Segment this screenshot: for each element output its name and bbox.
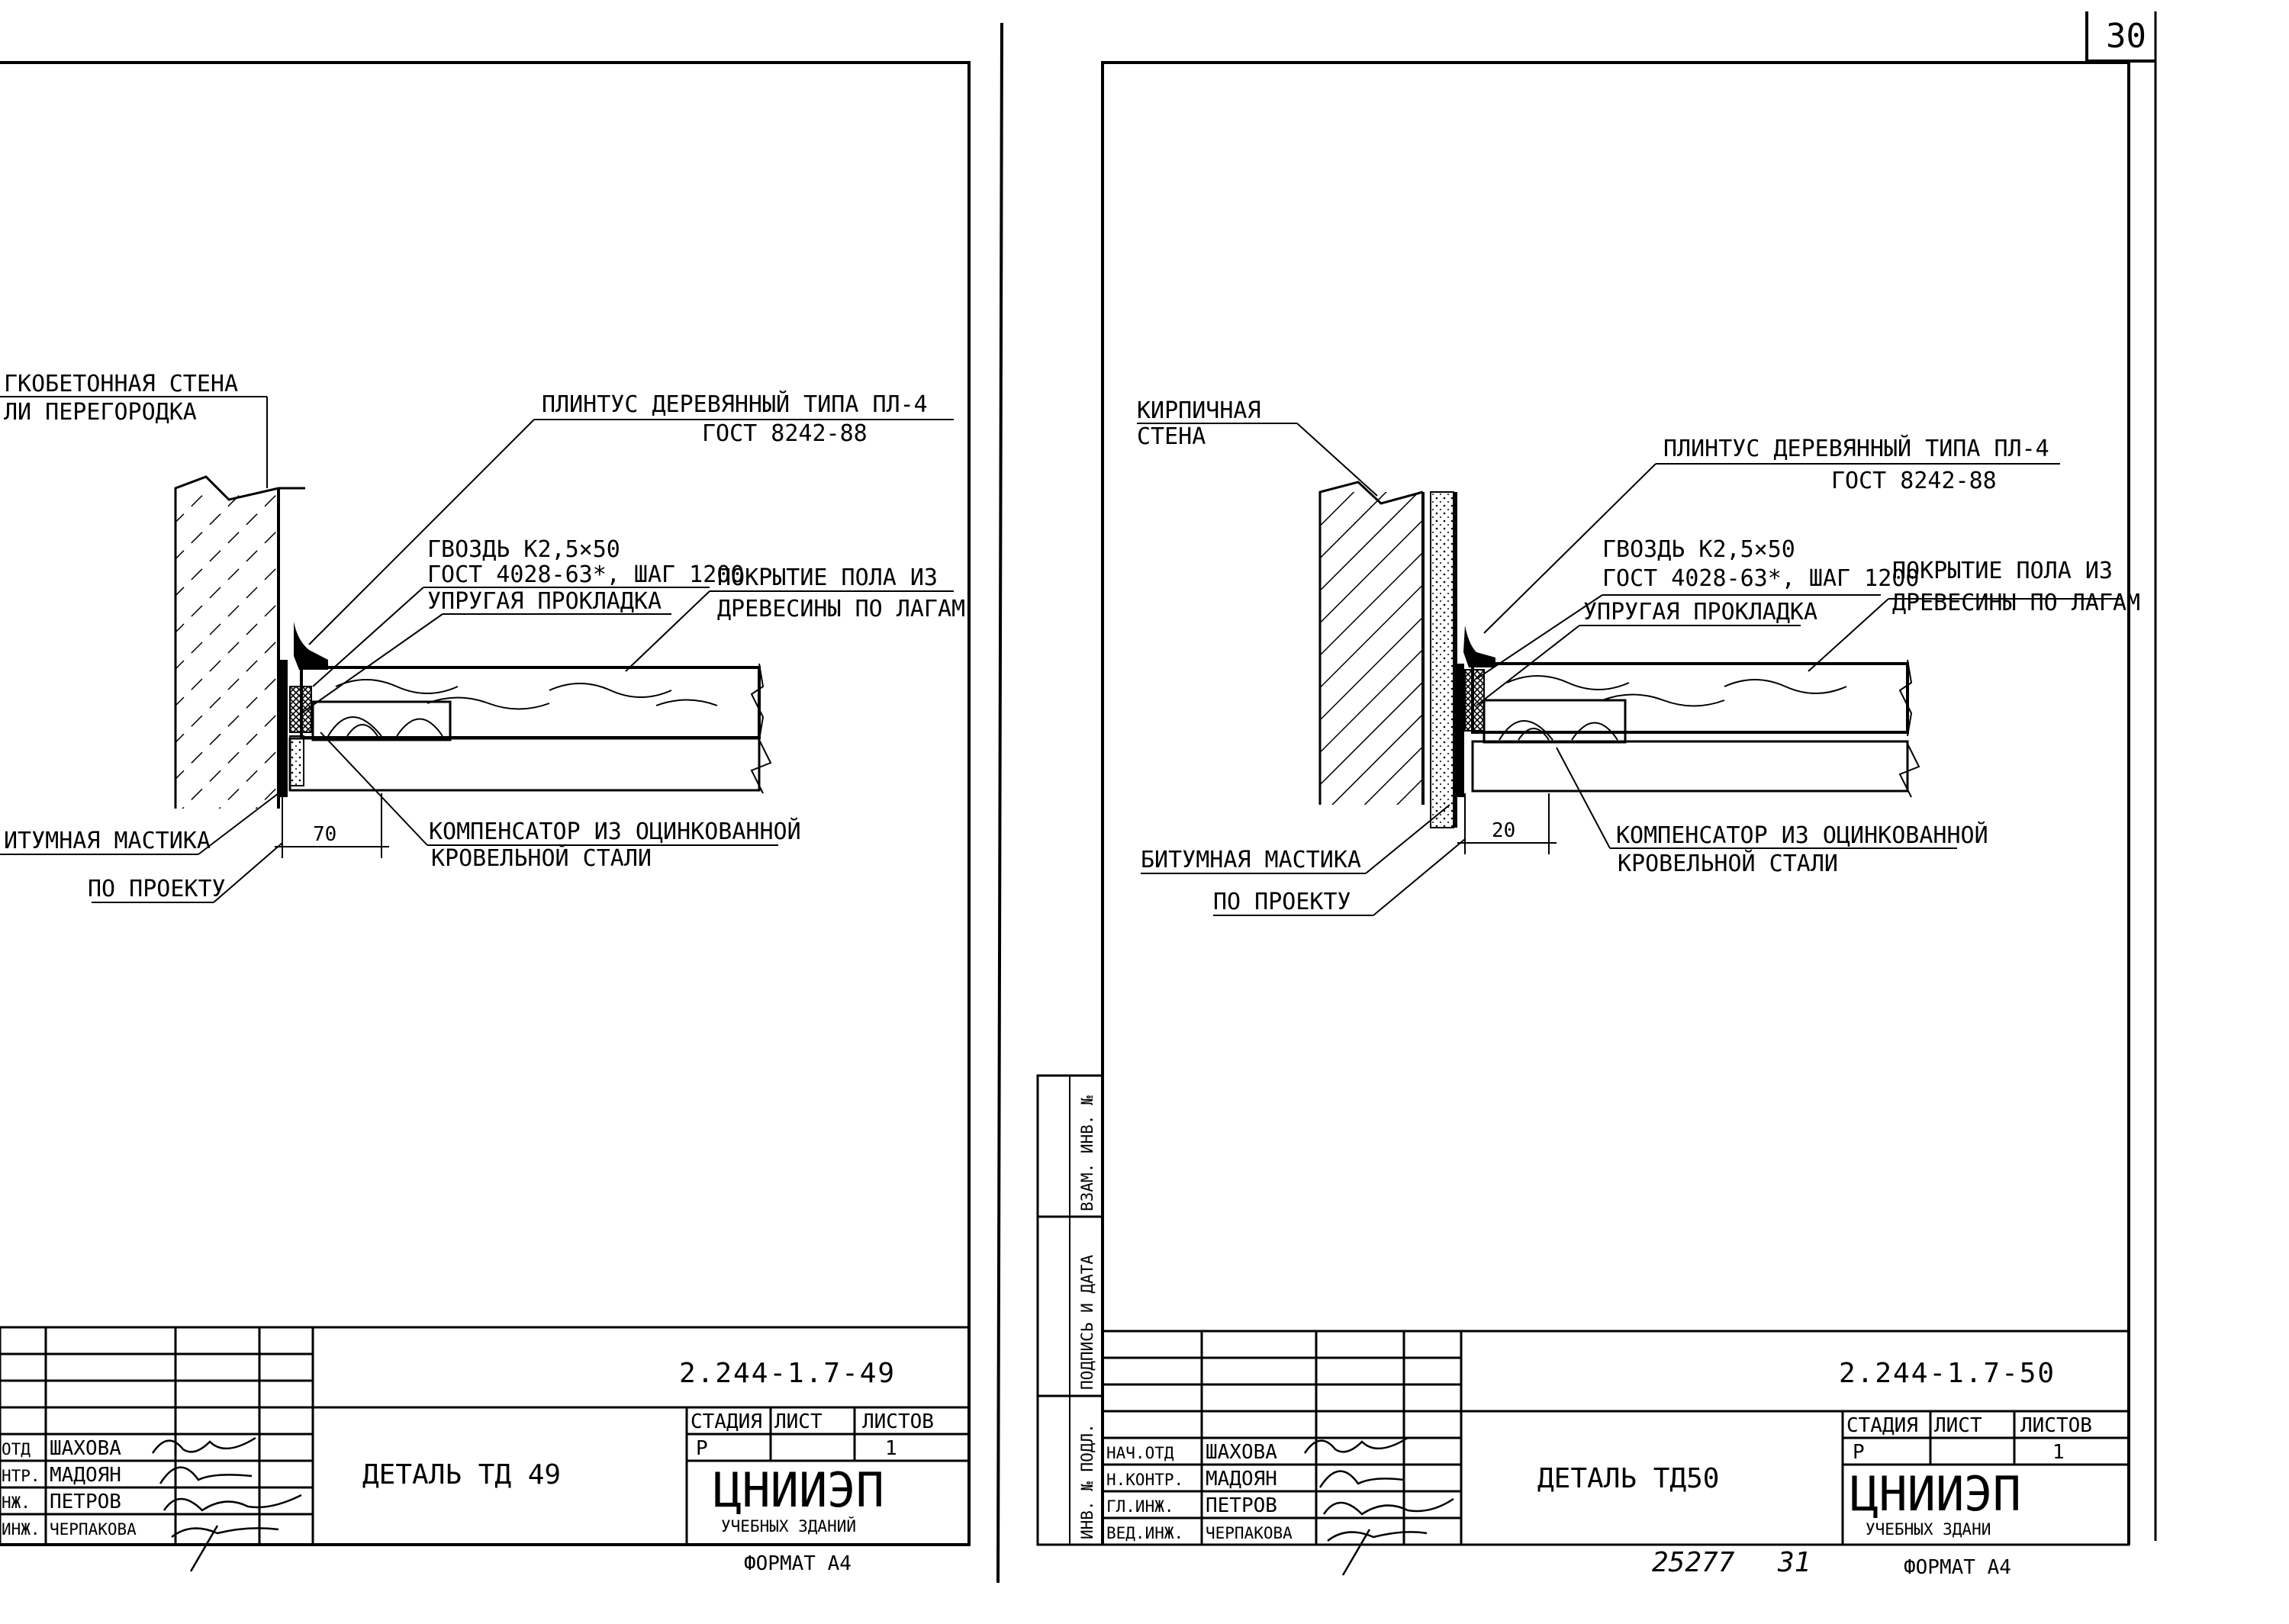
- right-role-3: ГЛ.ИНЖ.: [1106, 1497, 1174, 1516]
- right-floor-label-2: ДРЕВЕСИНЫ ПО ЛАГАМ: [1892, 590, 2140, 616]
- right-side-stamp: ИНВ. № ПОДЛ. ПОДПИСЬ И ДАТА ВЗАМ. ИНВ. №: [1036, 1074, 1104, 1546]
- left-mastic-strip: [278, 660, 288, 797]
- right-mastic-strip: [1454, 664, 1464, 797]
- left-org-name: ЦНИИЭП: [713, 1462, 884, 1518]
- right-dimension: 20: [1457, 793, 1557, 854]
- right-wall-label-1: КИРПИЧНАЯ: [1137, 397, 1261, 424]
- left-compensator-label-2: КРОВЕЛЬНОЙ СТАЛИ: [431, 844, 652, 872]
- right-name-3: ПЕТРОВ: [1206, 1494, 1277, 1517]
- page-number: 30: [2106, 17, 2146, 56]
- left-project-label: ПО ПРОЕКТУ: [88, 876, 226, 902]
- left-name-4: ЧЕРПАКОВА: [50, 1520, 137, 1539]
- page-number-box: 30: [2085, 11, 2157, 1541]
- left-role-1: ОТД: [2, 1440, 31, 1458]
- right-drawing-code: 2.244-1.7-50: [1839, 1358, 2056, 1389]
- left-pad-label: УПРУГАЯ ПРОКЛАДКА: [427, 588, 662, 615]
- right-elastic-pad: [1464, 669, 1485, 732]
- side-stamp-sign: ПОДПИСЬ И ДАТА: [1078, 1255, 1096, 1390]
- right-nail-label-1: ГВОЗДЬ К2,5×50: [1602, 536, 1795, 563]
- left-nail-label-1: ГВОЗДЬ К2,5×50: [427, 536, 620, 563]
- left-wall-label-2: ЛИ ПЕРЕГОРОДКА: [4, 399, 197, 426]
- right-wall-label-2: СТЕНА: [1137, 423, 1206, 450]
- right-header-sheets: ЛИСТОВ: [2020, 1414, 2092, 1437]
- left-drawing-code: 2.244-1.7-49: [679, 1358, 896, 1389]
- left-signatures: [151, 1436, 302, 1572]
- right-value-sheet: 1: [2052, 1441, 2065, 1464]
- left-mastic-label: ИТУМНАЯ МАСТИКА: [4, 828, 211, 854]
- left-floor-label-1: ПОКРЫТИЕ ПОЛА ИЗ: [717, 564, 938, 591]
- right-compensator-label-1: КОМПЕНСАТОР ИЗ ОЦИНКОВАННОЙ: [1616, 822, 1988, 849]
- side-stamp-inv: ИНВ. № ПОДЛ.: [1078, 1423, 1096, 1539]
- left-name-3: ПЕТРОВ: [50, 1491, 121, 1513]
- right-compensator-label-2: КРОВЕЛЬНОЙ СТАЛИ: [1618, 850, 1838, 877]
- left-format-label: ФОРМАТ А4: [744, 1552, 852, 1575]
- left-value-stage: Р: [696, 1437, 708, 1460]
- left-wall-label-1: ГКОБЕТОННАЯ СТЕНА: [4, 371, 238, 397]
- right-name-4: ЧЕРПАКОВА: [1206, 1524, 1293, 1542]
- left-header-stage: СТАДИЯ: [691, 1410, 762, 1433]
- right-role-2: Н.КОНТР.: [1106, 1471, 1183, 1489]
- right-archive-number: 25277: [1652, 1547, 1735, 1578]
- left-header-sheet: ЛИСТ: [774, 1410, 823, 1433]
- left-nail-label-2: ГОСТ 4028-63*, ШАГ 1200: [427, 561, 744, 588]
- right-dim-value: 20: [1492, 819, 1515, 842]
- left-role-4: ИНЖ.: [2, 1520, 40, 1539]
- right-pad-label: УПРУГАЯ ПРОКЛАДКА: [1583, 599, 1817, 625]
- right-joist: [1483, 699, 1627, 744]
- left-name-2: МАДОЯН: [50, 1464, 121, 1487]
- right-plinth-label-1: ПЛИНТУС ДЕРЕВЯННЫЙ ТИПА ПЛ-4: [1663, 435, 2049, 462]
- right-sheet: ИНВ. № ПОДЛ. ПОДПИСЬ И ДАТА ВЗАМ. ИНВ. №: [1036, 61, 2140, 1579]
- left-joist: [311, 700, 452, 741]
- left-compensator: [289, 735, 304, 786]
- left-header-sheets: ЛИСТОВ: [862, 1410, 934, 1433]
- left-floor-label-2: ДРЕВЕСИНЫ ПО ЛАГАМ: [717, 596, 965, 622]
- side-stamp-replace: ВЗАМ. ИНВ. №: [1078, 1095, 1096, 1211]
- left-sheet: 70 ГКОБЕТОННАЯ СТЕНА ЛИ ПЕРЕГОРОДКА ПЛИН…: [0, 61, 971, 1575]
- left-drawing-title: ДЕТАЛЬ ТД 49: [362, 1459, 561, 1491]
- right-leaders: [1137, 423, 2121, 916]
- right-drawing-title: ДЕТАЛЬ ТД50: [1537, 1463, 1719, 1494]
- left-title-block: 2.244-1.7-49 ДЕТАЛЬ ТД 49 СТАДИЯ ЛИСТ ЛИ…: [0, 1326, 971, 1575]
- left-dim-value: 70: [313, 823, 336, 846]
- right-plinth: [1463, 625, 1495, 667]
- right-frame: [1101, 61, 2130, 1545]
- right-value-stage: Р: [1853, 1441, 1865, 1464]
- right-project-label: ПО ПРОЕКТУ: [1213, 889, 1351, 915]
- right-wall: [1318, 481, 1457, 828]
- right-plinth-label-2: ГОСТ 8242-88: [1831, 468, 1997, 494]
- right-role-1: НАЧ.ОТД: [1106, 1444, 1174, 1462]
- right-archive-sheet: 31: [1777, 1547, 1811, 1578]
- right-nail-label-2: ГОСТ 4028-63*, ШАГ 1200: [1602, 565, 1919, 592]
- left-org-sub: УЧЕБНЫХ ЗДАНИЙ: [721, 1516, 856, 1536]
- right-floorboard: [1471, 659, 1913, 737]
- left-compensator-label-1: КОМПЕНСАТОР ИЗ ОЦИНКОВАННОЙ: [429, 818, 801, 845]
- left-role-2: НТР.: [2, 1467, 40, 1485]
- left-frame: [0, 61, 971, 1546]
- right-name-1: ШАХОВА: [1206, 1441, 1277, 1464]
- right-header-stage: СТАДИЯ: [1846, 1414, 1918, 1437]
- right-lower-board: [1471, 740, 1920, 798]
- right-format-label: ФОРМАТ А4: [1904, 1556, 2011, 1579]
- right-name-2: МАДОЯН: [1206, 1468, 1277, 1491]
- left-dimension: 70: [275, 793, 389, 858]
- left-plinth-label-2: ГОСТ 8242-88: [702, 420, 868, 447]
- left-plinth-label-1: ПЛИНТУС ДЕРЕВЯННЫЙ ТИПА ПЛ-4: [542, 391, 928, 418]
- right-title-block: 2.244-1.7-50 ДЕТАЛЬ ТД50 СТАДИЯ ЛИСТ ЛИС…: [1101, 1330, 2130, 1579]
- right-role-4: ВЕД.ИНЖ.: [1106, 1524, 1183, 1542]
- left-wall: [174, 397, 305, 809]
- right-header-sheet: ЛИСТ: [1934, 1414, 1982, 1437]
- left-lower-board: [288, 737, 772, 794]
- left-leaders: [0, 396, 954, 903]
- left-name-1: ШАХОВА: [50, 1437, 121, 1460]
- right-signatures: [1303, 1436, 1454, 1576]
- left-plinth: [294, 622, 328, 670]
- left-role-3: НЖ.: [2, 1494, 31, 1512]
- right-floor-label-1: ПОКРЫТИЕ ПОЛА ИЗ: [1892, 558, 2113, 584]
- right-org-name: ЦНИИЭП: [1850, 1466, 2021, 1522]
- right-org-sub: УЧЕБНЫХ ЗДАНИ: [1866, 1520, 1991, 1539]
- right-mastic-label: БИТУМНАЯ МАСТИКА: [1141, 847, 1361, 873]
- sheet-separator: [996, 22, 1003, 1584]
- left-value-sheet: 1: [885, 1437, 897, 1460]
